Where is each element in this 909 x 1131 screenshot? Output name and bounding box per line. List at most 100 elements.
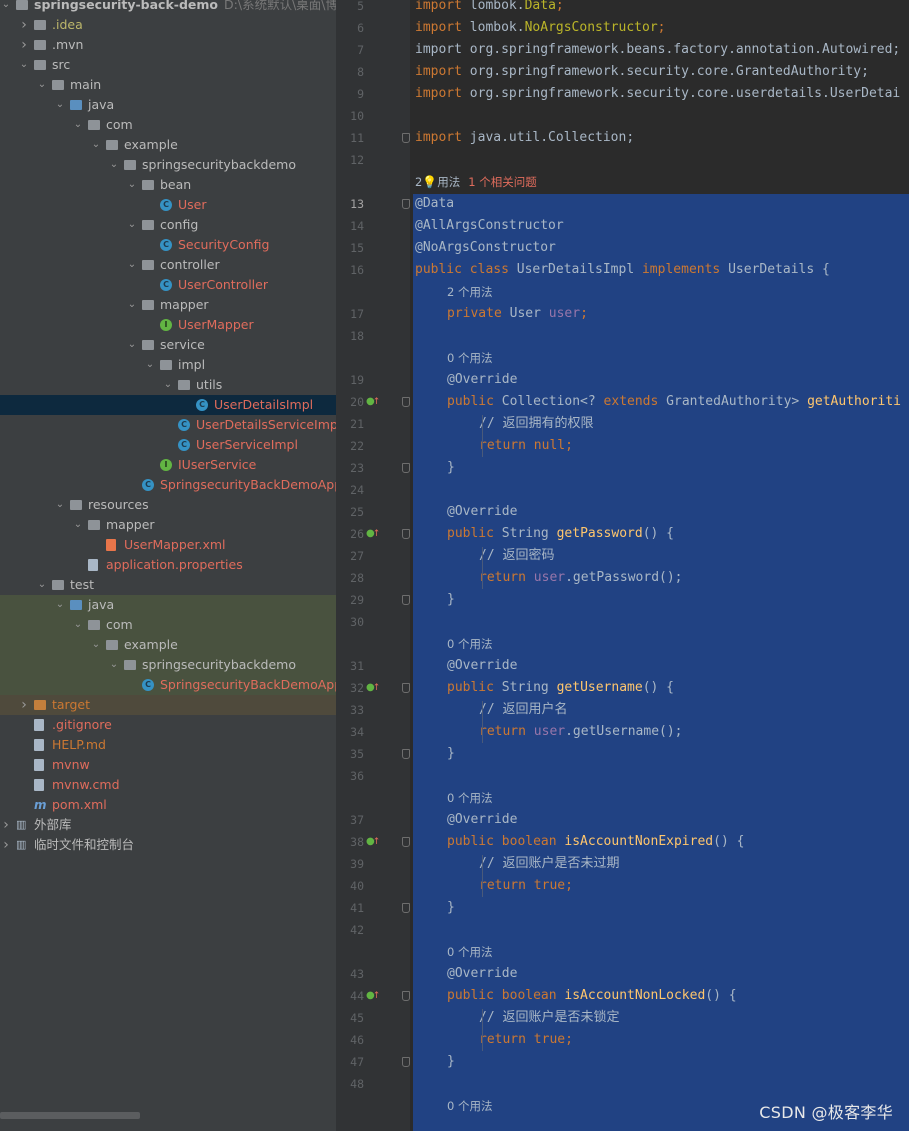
line-number[interactable]: 27 [350,549,364,563]
line-number[interactable]: 20 [350,395,364,409]
line-number[interactable]: 30 [350,615,364,629]
tree-item[interactable]: ⌄bean [0,175,336,195]
line-number[interactable]: 33 [350,703,364,717]
line-number[interactable]: 9 [357,87,364,101]
implements-method-icon[interactable]: ●↑ [366,682,381,693]
tree-item[interactable]: HELP.md [0,735,336,755]
chevron-down-icon[interactable]: ⌄ [1,0,11,10]
lightbulb-icon[interactable]: 💡 [422,175,438,189]
fold-marker-icon[interactable] [402,133,410,143]
line-number[interactable]: 39 [350,857,364,871]
chevron-down-icon[interactable]: ⌄ [37,579,47,590]
fold-marker-icon[interactable] [402,529,410,539]
line-number[interactable]: 40 [350,879,364,893]
usage-hint-nonexpired[interactable]: 0 个用法 [447,791,493,805]
chevron-right-icon[interactable]: › [3,837,9,853]
line-number[interactable]: 7 [357,43,364,57]
usage-hint-next[interactable]: 0 个用法 [447,1099,493,1113]
line-number[interactable]: 6 [357,21,364,35]
line-number[interactable]: 16 [350,263,364,277]
line-number[interactable]: 44 [350,989,364,1003]
chevron-down-icon[interactable]: ⌄ [73,519,83,530]
chevron-down-icon[interactable]: ⌄ [127,299,137,310]
line-number[interactable]: 18 [350,329,364,343]
chevron-down-icon[interactable]: ⌄ [37,79,47,90]
line-number[interactable]: 10 [350,109,364,123]
code-editor[interactable]: import lombok.Data; import lombok.NoArgs… [410,0,909,1131]
line-number[interactable]: 46 [350,1033,364,1047]
implements-method-icon[interactable]: ●↑ [366,990,381,1001]
line-number[interactable]: 38 [350,835,364,849]
line-number[interactable]: 22 [350,439,364,453]
related-issue-link[interactable]: 1 个相关问题 [468,175,537,189]
chevron-down-icon[interactable]: ⌄ [127,259,137,270]
line-number[interactable]: 29 [350,593,364,607]
usage-hint-nonlocked[interactable]: 0 个用法 [447,945,493,959]
tree-item[interactable]: ⌄test [0,575,336,595]
fold-marker-icon[interactable] [402,199,410,209]
line-number[interactable]: 21 [350,417,364,431]
tree-item[interactable]: ⌄resources [0,495,336,515]
chevron-down-icon[interactable]: ⌄ [127,219,137,230]
chevron-right-icon[interactable]: › [21,17,27,33]
implements-method-icon[interactable]: ●↑ [366,528,381,539]
chevron-down-icon[interactable]: ⌄ [55,599,65,610]
tree-item[interactable]: ⌄src [0,55,336,75]
fold-marker-icon[interactable] [402,837,410,847]
tree-item[interactable]: ⌄com [0,115,336,135]
line-number[interactable]: 14 [350,219,364,233]
line-number[interactable]: 34 [350,725,364,739]
line-number[interactable]: 35 [350,747,364,761]
fold-marker-icon[interactable] [402,903,410,913]
line-number[interactable]: 32 [350,681,364,695]
horizontal-scrollbar[interactable] [0,1112,140,1119]
tree-item[interactable]: ›▥临时文件和控制台 [0,835,336,855]
tree-item[interactable]: ⌄java [0,95,336,115]
line-number[interactable]: 17 [350,307,364,321]
line-number[interactable]: 5 [357,0,364,13]
chevron-down-icon[interactable]: ⌄ [127,179,137,190]
line-number[interactable]: 28 [350,571,364,585]
line-number[interactable]: 24 [350,483,364,497]
tree-item[interactable]: ⌄com [0,615,336,635]
line-number[interactable]: 31 [350,659,364,673]
line-number[interactable]: 23 [350,461,364,475]
tree-item[interactable]: mvnw [0,755,336,775]
tree-item[interactable]: ⌄springsecuritybackdemo [0,155,336,175]
tree-item[interactable]: ⌄service [0,335,336,355]
fold-marker-icon[interactable] [402,683,410,693]
tree-item[interactable]: ⌄impl [0,355,336,375]
tree-item[interactable]: ⌄utils [0,375,336,395]
line-number[interactable]: 13 [350,197,364,211]
tree-item[interactable]: ›▥外部库 [0,815,336,835]
chevron-right-icon[interactable]: › [21,697,27,713]
line-number[interactable]: 12 [350,153,364,167]
usage-hint-authorities[interactable]: 0 个用法 [447,351,493,365]
chevron-right-icon[interactable]: › [21,37,27,53]
tree-item[interactable]: mvnw.cmd [0,775,336,795]
tree-item[interactable]: ⌄java [0,595,336,615]
tree-item[interactable]: application.properties [0,555,336,575]
fold-marker-icon[interactable] [402,397,410,407]
fold-marker-icon[interactable] [402,463,410,473]
chevron-down-icon[interactable]: ⌄ [109,159,119,170]
line-number[interactable]: 25 [350,505,364,519]
tree-item[interactable]: ›.idea [0,15,336,35]
implements-method-icon[interactable]: ●↑ [366,836,381,847]
tree-item[interactable]: ⌄config [0,215,336,235]
line-number[interactable]: 47 [350,1055,364,1069]
chevron-down-icon[interactable]: ⌄ [73,619,83,630]
user-field-usage-hint[interactable]: 2 个用法 [447,285,493,299]
tree-item[interactable]: ⌄example [0,635,336,655]
